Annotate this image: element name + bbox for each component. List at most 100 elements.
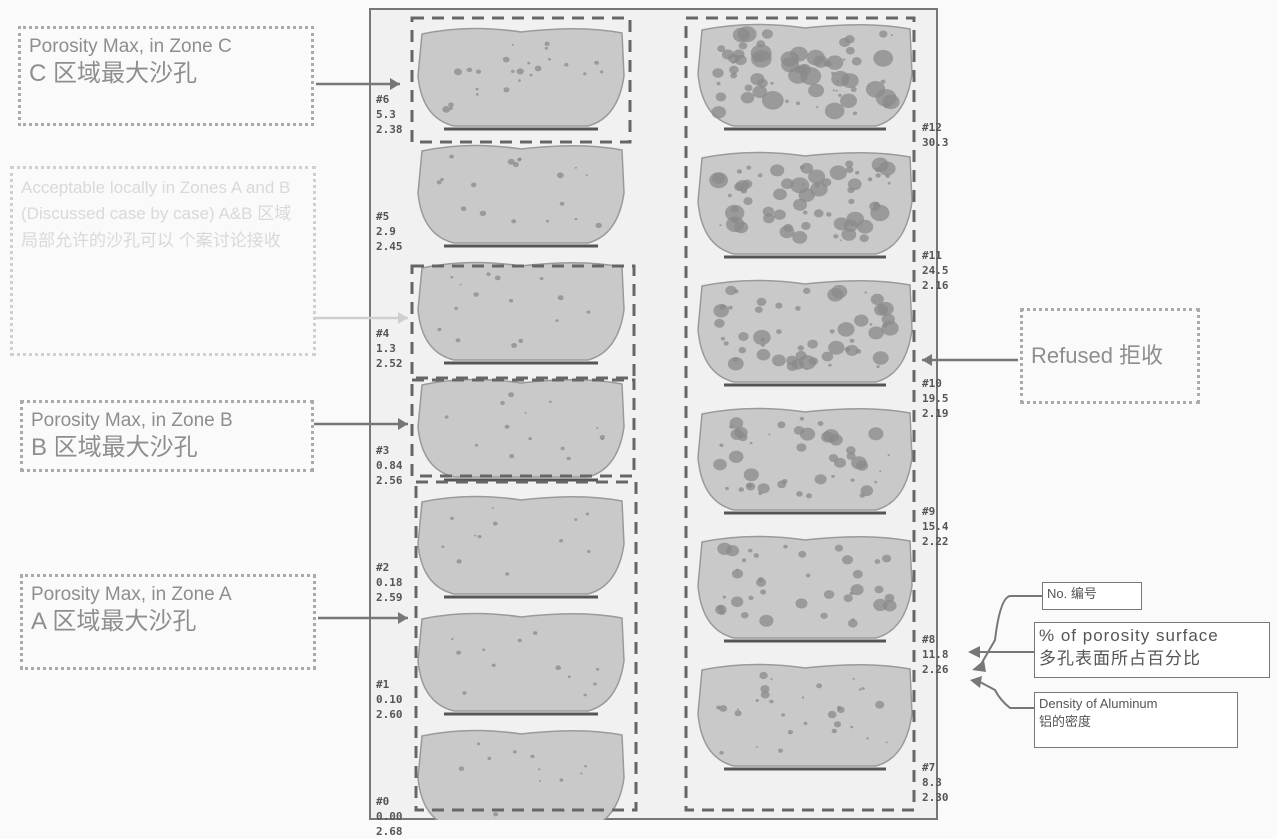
right-pore-3-39 (725, 486, 729, 491)
left-pore-4-3 (450, 516, 454, 521)
right-pore-0-46 (868, 85, 871, 88)
left-sample-2 (417, 261, 625, 361)
left-sample-porosity-4: 0.18 (376, 576, 403, 589)
refused-callout: Refused 拒收 (1020, 308, 1200, 404)
left-sample-porosity-0: 5.3 (376, 108, 396, 121)
right-pore-1-21 (855, 170, 860, 175)
left-pore-1-13 (574, 166, 578, 169)
right-pore-5-19 (719, 750, 724, 755)
left-pore-6-6 (476, 742, 481, 746)
right-pore-4-22 (760, 589, 767, 595)
right-pore-0-16 (738, 42, 748, 50)
left-pore-1-2 (559, 201, 565, 206)
right-pore-0-15 (731, 60, 736, 64)
right-pore-4-33 (747, 548, 753, 553)
right-pore-1-46 (814, 183, 820, 188)
right-pore-1-7 (859, 234, 869, 243)
left-pore-1-6 (436, 180, 442, 185)
right-pore-3-31 (799, 427, 816, 441)
right-pore-2-19 (720, 336, 726, 341)
right-pore-4-36 (883, 599, 897, 612)
right-pore-1-48 (833, 217, 849, 231)
zone-b-callout-zh: B 区域最大沙孔 (31, 433, 198, 461)
right-pore-4-24 (740, 612, 749, 619)
right-pore-3-0 (777, 421, 786, 429)
right-pore-4-6 (851, 618, 855, 621)
right-sample-no-0: #12 (922, 121, 942, 134)
right-pore-0-49 (750, 73, 765, 86)
right-pore-2-5 (797, 345, 804, 351)
right-pore-2-42 (868, 326, 884, 340)
left-pore-4-0 (587, 550, 591, 553)
left-pore-0-23 (475, 93, 479, 96)
right-pore-5-2 (885, 741, 888, 744)
right-pore-4-4 (850, 584, 864, 596)
left-pore-6-10 (487, 756, 492, 761)
right-pore-2-49 (772, 354, 786, 367)
right-sample-porosity-5: 8.3 (922, 776, 942, 789)
right-pore-0-8 (770, 81, 774, 85)
right-pore-4-30 (731, 569, 744, 579)
right-pore-2-45 (864, 291, 867, 294)
zone-c-callout-en: Porosity Max, in Zone C (29, 36, 232, 57)
left-sample-no-3: #3 (376, 444, 390, 457)
right-pore-5-23 (770, 678, 773, 681)
left-pore-0-17 (544, 46, 549, 50)
legend-porosity-zh: 多孔表面所占百分比 (1039, 648, 1201, 668)
right-pore-1-6 (800, 162, 814, 174)
right-pore-2-23 (727, 357, 744, 371)
right-pore-5-26 (787, 730, 794, 735)
right-pore-0-44 (785, 99, 789, 104)
right-pore-5-22 (827, 710, 837, 719)
left-pore-0-21 (516, 68, 524, 75)
right-pore-3-37 (846, 452, 856, 460)
right-pore-0-45 (732, 27, 750, 43)
left-sample-3 (417, 378, 625, 478)
right-sample-2 (697, 279, 913, 383)
right-pore-0-27 (844, 35, 855, 44)
right-pore-5-5 (755, 746, 758, 748)
right-pore-2-43 (753, 329, 771, 345)
left-sample-no-0: #6 (376, 93, 390, 106)
right-pore-3-44 (796, 443, 807, 452)
left-pore-4-10 (441, 545, 445, 549)
right-pore-4-14 (874, 585, 884, 594)
right-pore-4-35 (759, 614, 774, 627)
right-pore-2-16 (829, 329, 835, 334)
right-pore-0-31 (715, 92, 727, 102)
right-pore-0-20 (826, 55, 844, 70)
left-pore-2-14 (511, 343, 517, 348)
right-pore-0-57 (883, 102, 890, 109)
right-pore-2-17 (828, 363, 832, 367)
acceptable-frame (410, 264, 636, 380)
right-pore-0-43 (752, 85, 768, 99)
right-pore-3-18 (868, 427, 884, 441)
legend-number-text: No. 编号 (1047, 586, 1097, 601)
left-pore-2-2 (539, 277, 544, 281)
left-pore-0-12 (527, 61, 531, 65)
sample-cross-sections (314, 16, 1042, 820)
left-pore-1-0 (479, 210, 487, 216)
right-pore-4-8 (842, 555, 853, 565)
zone-b-frame (410, 378, 636, 478)
right-pore-2-27 (738, 346, 747, 354)
right-pore-5-25 (760, 690, 770, 699)
right-pore-3-24 (817, 421, 824, 426)
right-pore-1-37 (814, 209, 824, 218)
right-pore-0-21 (790, 46, 808, 62)
left-pore-1-5 (557, 172, 564, 179)
right-pore-4-29 (823, 590, 835, 599)
left-pore-5-10 (491, 663, 496, 667)
left-pore-1-1 (595, 222, 602, 229)
zone-a-callout-en: Porosity Max, in Zone A (31, 584, 232, 605)
right-pore-1-38 (875, 173, 881, 178)
right-pore-1-60 (719, 224, 722, 227)
legend-porosity: % of porosity surface 多孔表面所占百分比 (1034, 622, 1270, 678)
right-pore-0-61 (879, 30, 888, 38)
right-pore-3-41 (828, 454, 839, 462)
right-pore-1-29 (847, 187, 855, 194)
right-pore-2-35 (849, 338, 855, 343)
zone-c-frame (410, 16, 632, 144)
